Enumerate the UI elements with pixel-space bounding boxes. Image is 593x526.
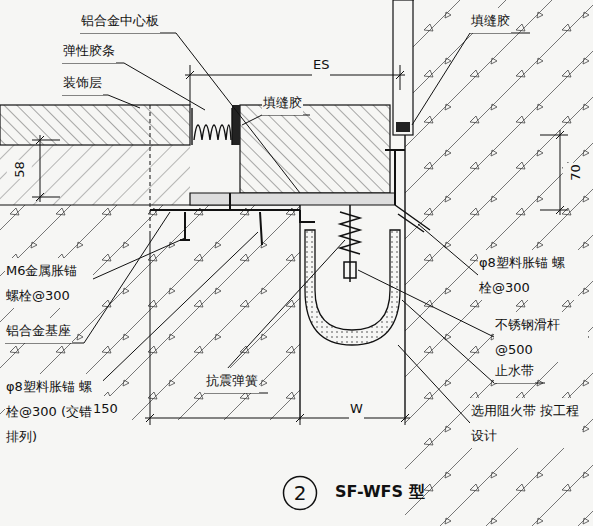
part-label: φ8塑料胀锚 螺栓@300 (交错排列) bbox=[5, 374, 103, 449]
part-label: 弹性胶条 bbox=[62, 38, 116, 63]
part-label: 70 bbox=[563, 163, 588, 182]
water-stop bbox=[305, 230, 400, 345]
part-label: W bbox=[349, 396, 364, 421]
right-wall bbox=[393, 0, 593, 526]
part-label: 铝合金基座 bbox=[5, 318, 72, 343]
part-label: M6金属胀锚 螺栓@300 bbox=[5, 258, 93, 308]
detail-number-circle: 2 bbox=[282, 475, 318, 511]
part-label: 58 bbox=[7, 160, 32, 179]
dimensions bbox=[32, 65, 568, 425]
part-label: 铝合金中心板 bbox=[80, 8, 160, 33]
leader-lines bbox=[5, 33, 580, 423]
detail-number: 2 bbox=[294, 481, 307, 505]
part-label: 选用阻火带 按工程设计 bbox=[470, 398, 582, 448]
part-label: ES bbox=[312, 52, 330, 77]
part-label: 抗震弹簧 bbox=[205, 368, 259, 393]
figure-caption: SF-WFS 型 bbox=[335, 482, 425, 503]
part-label: 止水带 bbox=[494, 358, 535, 383]
part-label: 装饰层 bbox=[62, 70, 103, 95]
part-label: 填缝胶 bbox=[470, 8, 511, 33]
right-anchor bbox=[395, 205, 430, 232]
part-label: 不锈钢滑杆 @500 bbox=[494, 312, 588, 362]
rubber-strip bbox=[192, 108, 232, 145]
part-label: 150 bbox=[92, 396, 119, 421]
spring bbox=[340, 205, 360, 282]
part-label: 填缝胶 bbox=[262, 90, 303, 115]
part-label: φ8塑料胀锚 螺栓@300 bbox=[478, 250, 578, 300]
aluminium-base bbox=[150, 193, 315, 245]
